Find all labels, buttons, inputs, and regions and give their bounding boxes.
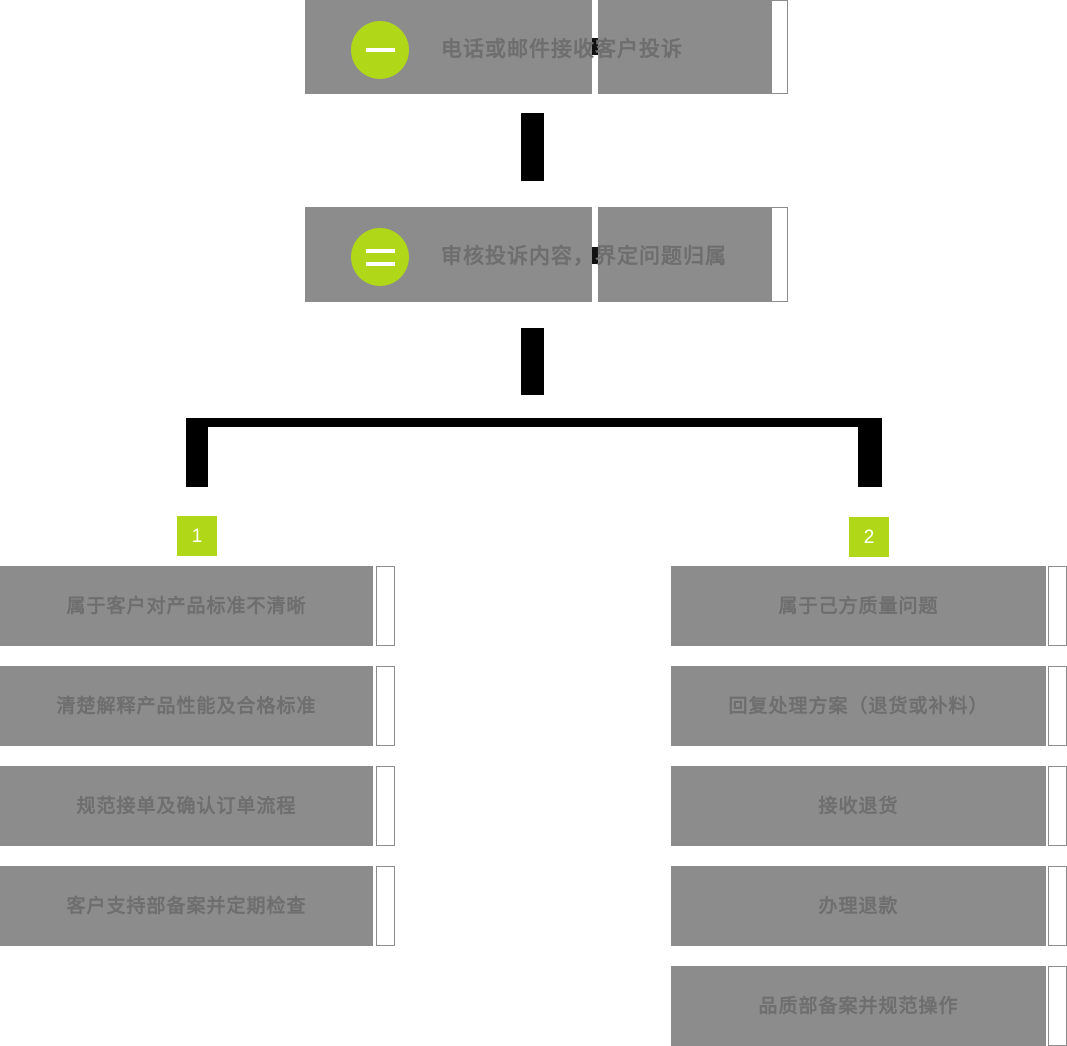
- task-card-tail-icon: [376, 866, 395, 946]
- task-card-left-4[interactable]: 客户支持部备案并定期检查: [0, 866, 395, 946]
- branch-connector: [186, 418, 882, 487]
- task-card-right-3[interactable]: 接收退货: [671, 766, 1067, 846]
- step-label-2: 审核投诉内容，界定问题归属: [441, 245, 727, 268]
- task-card-left-3[interactable]: 规范接单及确认订单流程: [0, 766, 395, 846]
- branch-badge-1[interactable]: 1: [177, 516, 217, 556]
- task-card-right-5[interactable]: 品质部备案并规范操作: [671, 966, 1067, 1046]
- task-card-tail-icon: [376, 666, 395, 746]
- step-divider-notch-2: [592, 247, 598, 264]
- task-card-left-4-label: 客户支持部备案并定期检查: [66, 895, 307, 917]
- connector-step1-step2: [521, 113, 544, 181]
- task-card-right-5-label: 品质部备案并规范操作: [758, 995, 959, 1017]
- task-card-tail-icon: [376, 766, 395, 846]
- task-card-tail-icon: [1048, 766, 1067, 846]
- step-marker-circle-1: [351, 21, 409, 79]
- branch-badge-1-text: 1: [191, 525, 203, 547]
- branch-badge-2[interactable]: 2: [849, 517, 889, 557]
- task-card-tail-icon: [1048, 566, 1067, 646]
- step-label-1: 电话或邮件接收客户投诉: [441, 38, 683, 61]
- task-card-right-1-label: 属于己方质量问题: [778, 595, 939, 617]
- task-card-right-2-label: 回复处理方案（退货或补料）: [728, 695, 989, 717]
- task-card-left-2-label: 清楚解释产品性能及合格标准: [56, 695, 317, 717]
- marker-stroke-icon: [365, 261, 395, 266]
- task-card-left-1-label: 属于客户对产品标准不清晰: [66, 595, 307, 617]
- branch-connector-bar: [186, 418, 882, 427]
- step-marker-circle-2: [351, 228, 409, 286]
- task-card-tail-icon: [1048, 666, 1067, 746]
- step-tail-strip-2: [771, 207, 788, 302]
- task-card-left-1[interactable]: 属于客户对产品标准不清晰: [0, 566, 395, 646]
- step-box-2[interactable]: [305, 207, 788, 302]
- branch-leg-right: [858, 418, 882, 487]
- task-card-tail-icon: [1048, 966, 1067, 1046]
- marker-stroke-icon: [365, 48, 395, 52]
- task-card-right-2[interactable]: 回复处理方案（退货或补料）: [671, 666, 1067, 746]
- task-card-tail-icon: [376, 566, 395, 646]
- marker-stroke-icon: [365, 248, 395, 253]
- task-card-right-4-label: 办理退款: [818, 895, 899, 917]
- step-box-1[interactable]: [305, 0, 788, 94]
- task-card-right-3-label: 接收退货: [818, 795, 899, 817]
- task-card-tail-icon: [1048, 866, 1067, 946]
- branch-badge-2-text: 2: [863, 526, 875, 548]
- task-card-left-3-label: 规范接单及确认订单流程: [76, 795, 297, 817]
- branch-leg-left: [186, 418, 208, 487]
- task-card-right-4[interactable]: 办理退款: [671, 866, 1067, 946]
- step-tail-strip-1: [771, 0, 788, 94]
- connector-step2-branch: [521, 328, 544, 395]
- task-card-right-1[interactable]: 属于己方质量问题: [671, 566, 1067, 646]
- task-card-left-2[interactable]: 清楚解释产品性能及合格标准: [0, 666, 395, 746]
- step-divider-notch-1: [592, 38, 598, 55]
